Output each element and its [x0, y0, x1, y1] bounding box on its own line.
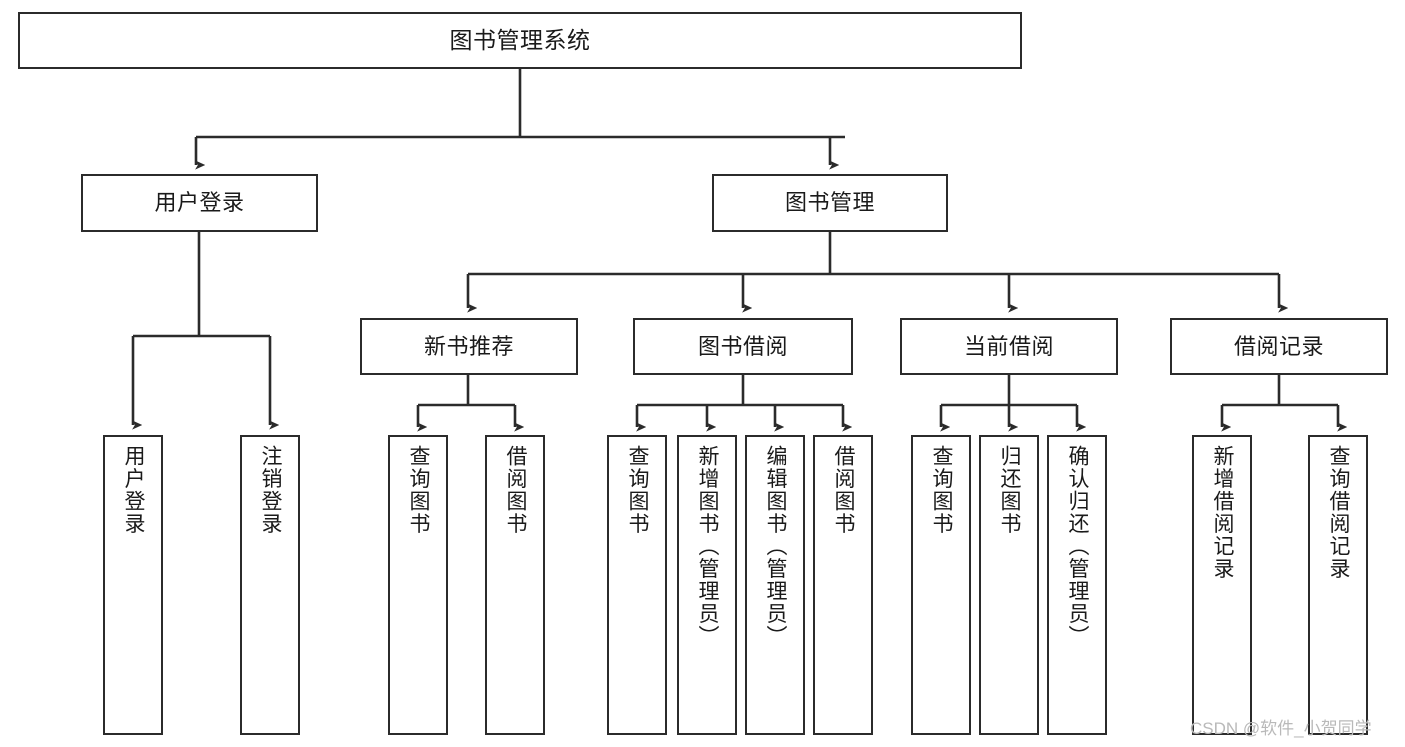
- leaf-record-query[interactable]: 查询借阅记录: [1308, 435, 1368, 735]
- node-current-borrow[interactable]: 当前借阅: [900, 318, 1118, 375]
- leaf-user-login-signout-label: 注销登录: [259, 445, 283, 535]
- leaf-borrow-edit-book-label: 编辑图书（管理员）: [764, 445, 788, 648]
- leaf-borrow-borrow-book-label: 借阅图书: [832, 445, 856, 535]
- leaf-user-login-signin-label: 用户登录: [122, 445, 146, 535]
- leaf-record-add[interactable]: 新增借阅记录: [1192, 435, 1252, 735]
- node-root[interactable]: 图书管理系统: [18, 12, 1022, 69]
- leaf-current-return-book[interactable]: 归还图书: [979, 435, 1039, 735]
- leaf-borrow-edit-book[interactable]: 编辑图书（管理员）: [745, 435, 805, 735]
- leaf-current-confirm-return[interactable]: 确认归还（管理员）: [1047, 435, 1107, 735]
- node-root-label: 图书管理系统: [449, 26, 591, 53]
- leaf-record-add-label: 新增借阅记录: [1211, 445, 1235, 580]
- node-borrow-record[interactable]: 借阅记录: [1170, 318, 1388, 375]
- leaf-borrow-query-book-label: 查询图书: [626, 445, 650, 535]
- leaf-new-book-borrow-label: 借阅图书: [504, 445, 528, 535]
- leaf-borrow-borrow-book[interactable]: 借阅图书: [813, 435, 873, 735]
- leaf-user-login-signout[interactable]: 注销登录: [240, 435, 300, 735]
- leaf-borrow-add-book-label: 新增图书（管理员）: [696, 445, 720, 648]
- node-book-borrow-label: 图书借阅: [697, 333, 788, 359]
- leaf-new-book-query[interactable]: 查询图书: [388, 435, 448, 735]
- watermark-text: CSDN @软件_小贺同学: [1190, 719, 1372, 738]
- node-borrow-record-label: 借阅记录: [1233, 333, 1324, 359]
- leaf-user-login-signin[interactable]: 用户登录: [103, 435, 163, 735]
- leaf-borrow-add-book[interactable]: 新增图书（管理员）: [677, 435, 737, 735]
- leaf-current-return-book-label: 归还图书: [998, 445, 1022, 535]
- node-new-book-recommend[interactable]: 新书推荐: [360, 318, 578, 375]
- node-current-borrow-label: 当前借阅: [963, 333, 1054, 359]
- node-new-book-recommend-label: 新书推荐: [423, 333, 514, 359]
- leaf-borrow-query-book[interactable]: 查询图书: [607, 435, 667, 735]
- leaf-new-book-query-label: 查询图书: [407, 445, 431, 535]
- node-book-management[interactable]: 图书管理: [712, 174, 948, 232]
- node-book-management-label: 图书管理: [784, 190, 875, 216]
- leaf-new-book-borrow[interactable]: 借阅图书: [485, 435, 545, 735]
- leaf-current-confirm-return-label: 确认归还（管理员）: [1066, 445, 1090, 648]
- node-user-login[interactable]: 用户登录: [81, 174, 318, 232]
- leaf-current-query-book-label: 查询图书: [930, 445, 954, 535]
- node-user-login-label: 用户登录: [154, 190, 245, 216]
- leaf-record-query-label: 查询借阅记录: [1327, 445, 1351, 580]
- node-book-borrow[interactable]: 图书借阅: [633, 318, 853, 375]
- leaf-current-query-book[interactable]: 查询图书: [911, 435, 971, 735]
